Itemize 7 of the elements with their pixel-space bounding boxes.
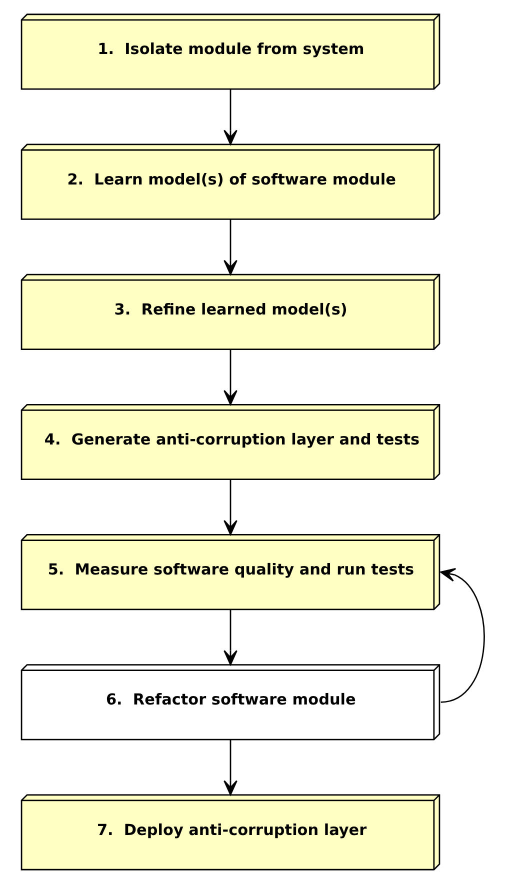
arrow [440,568,484,703]
arrow [223,349,237,406]
arrow [223,219,237,275]
arrow [223,480,237,536]
arrow [223,740,237,796]
arrow [223,610,237,666]
arrow [223,89,237,145]
